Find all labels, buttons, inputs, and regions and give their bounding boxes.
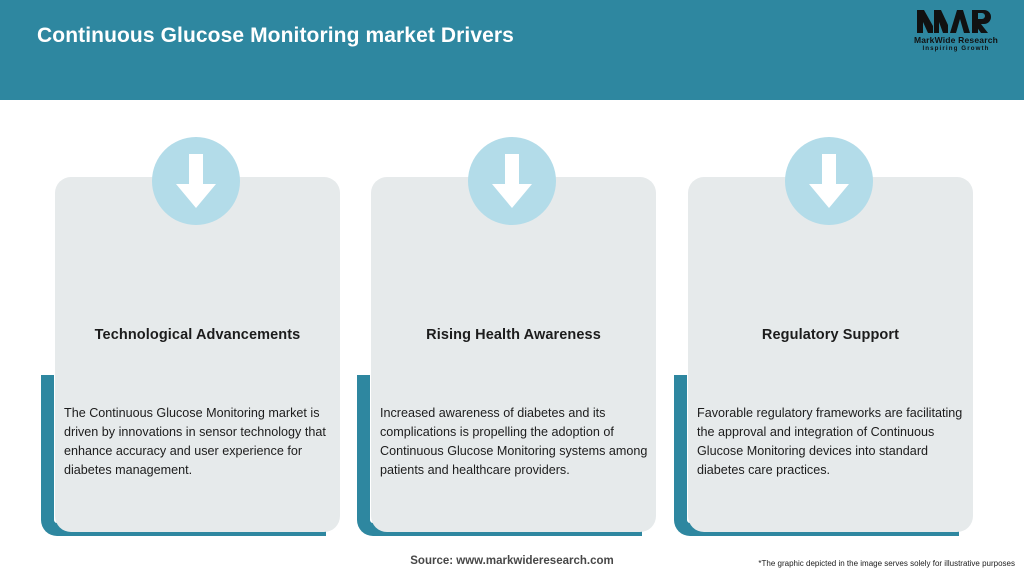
page-title: Continuous Glucose Monitoring market Dri… bbox=[37, 24, 514, 47]
drivers-card-row: Technological Advancements The Continuou… bbox=[0, 100, 1024, 540]
card-title: Technological Advancements bbox=[94, 327, 301, 343]
card-body-text: Increased awareness of diabetes and its … bbox=[380, 406, 648, 477]
card-body-text: The Continuous Glucose Monitoring market… bbox=[64, 406, 326, 477]
card-title: Rising Health Awareness bbox=[426, 327, 601, 343]
driver-card-1[interactable]: Technological Advancements The Continuou… bbox=[41, 100, 340, 540]
arrow-down-icon bbox=[152, 137, 240, 225]
card-surface: Regulatory Support Favorable regulatory … bbox=[688, 177, 973, 532]
logo-company-name: MarkWide Research bbox=[913, 35, 999, 45]
arrow-down-icon bbox=[785, 137, 873, 225]
arrow-down-icon bbox=[468, 137, 556, 225]
card-surface: Rising Health Awareness Increased awaren… bbox=[371, 177, 656, 532]
card-title: Regulatory Support bbox=[761, 327, 900, 343]
brand-logo: MarkWide Research Inspiring Growth bbox=[904, 8, 1008, 60]
card-body-text: Favorable regulatory frameworks are faci… bbox=[697, 406, 963, 477]
header-bar: Continuous Glucose Monitoring market Dri… bbox=[0, 0, 1024, 100]
logo-tagline: Inspiring Growth bbox=[922, 45, 990, 52]
logo-monogram-icon bbox=[904, 8, 1008, 34]
card-surface: Technological Advancements The Continuou… bbox=[55, 177, 340, 532]
driver-card-3[interactable]: Regulatory Support Favorable regulatory … bbox=[674, 100, 973, 540]
driver-card-2[interactable]: Rising Health Awareness Increased awaren… bbox=[357, 100, 656, 540]
source-label: Source: www.markwideresearch.com bbox=[410, 555, 614, 567]
disclaimer-note: *The graphic depicted in the image serve… bbox=[758, 559, 1015, 568]
